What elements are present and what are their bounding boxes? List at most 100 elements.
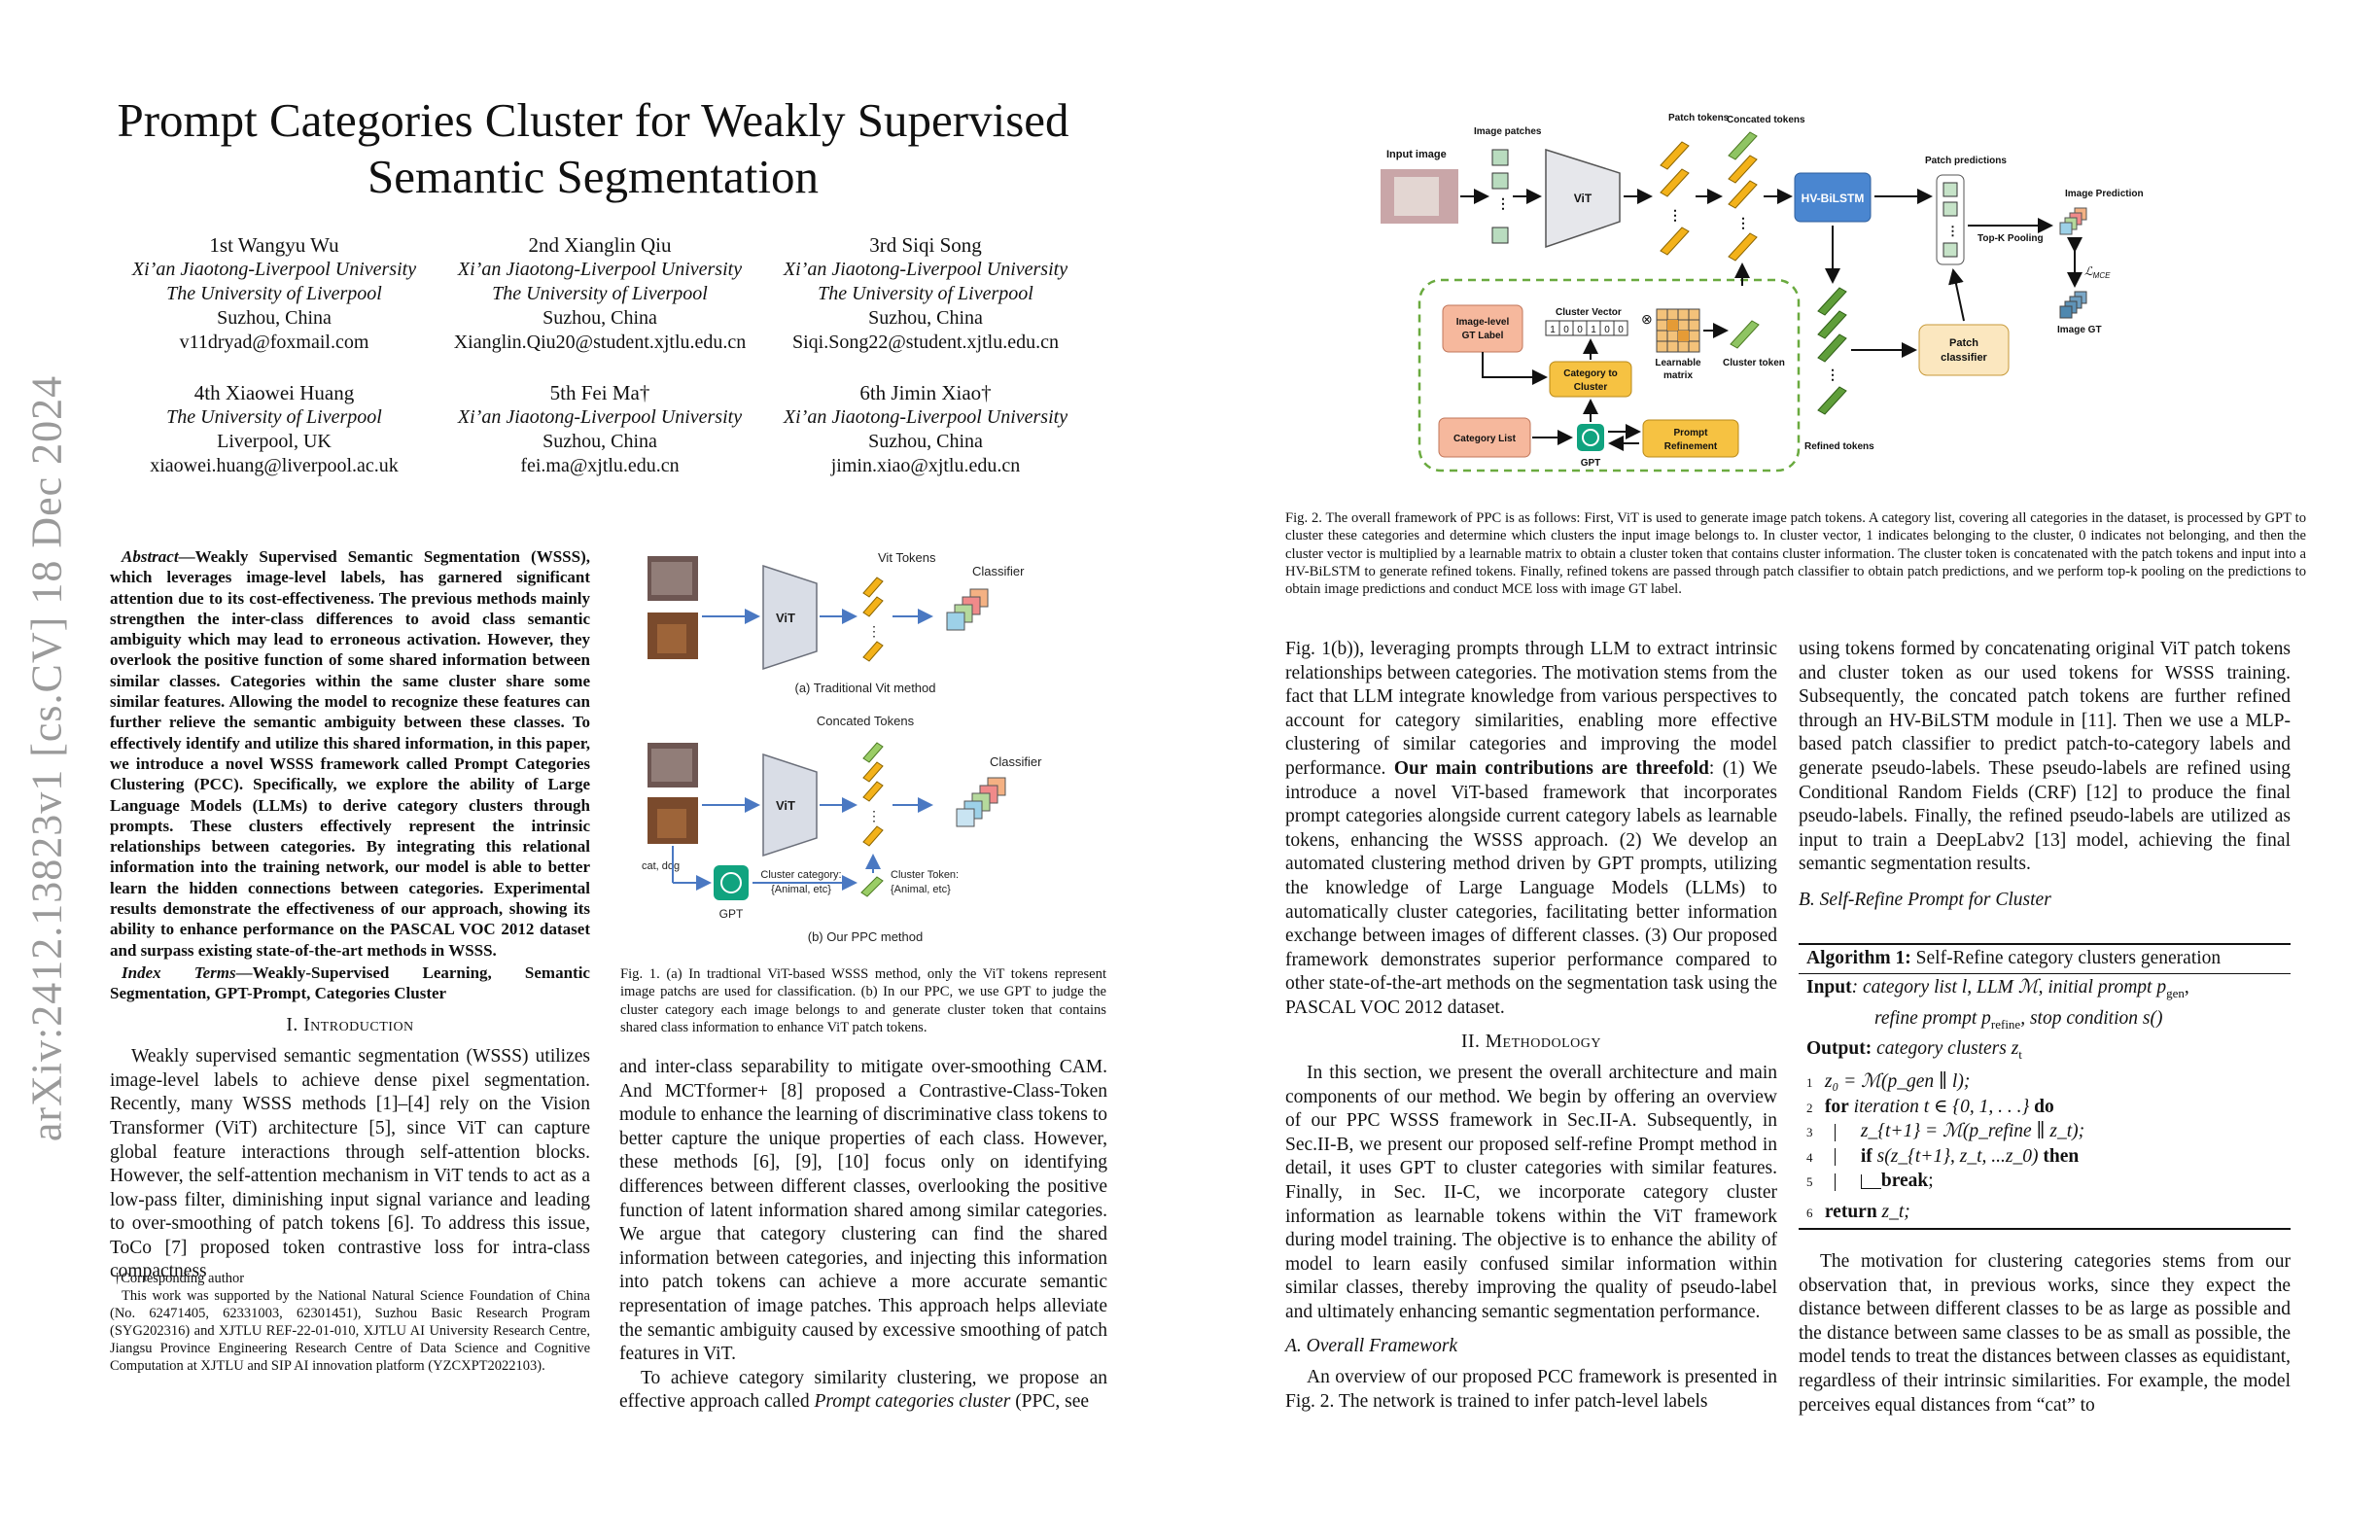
gpt-label: GPT xyxy=(1581,458,1601,469)
left-column: Fig. 1(b)), leveraging prompts through L… xyxy=(1285,638,1777,1414)
algo-code: z_t; xyxy=(1876,1202,1910,1223)
patch-classifier-block xyxy=(1918,324,2010,376)
cluster-category-value: {Animal, etc} xyxy=(771,884,831,895)
arrow xyxy=(1948,268,1965,322)
svg-text:⋮: ⋮ xyxy=(1496,195,1510,211)
arxiv-stamp: arXiv:2412.13823v1 [cs.CV] 18 Dec 2024 xyxy=(18,375,76,1141)
learnable-matrix-label: Learnable xyxy=(1655,358,1701,368)
algo-bottom-rule xyxy=(1799,1227,2291,1230)
algo-line-6: 6 return z_t; xyxy=(1799,1195,2291,1228)
concated-tokens: ⋮ xyxy=(1728,131,1758,262)
cluster-vector-label: Cluster Vector xyxy=(1556,307,1622,318)
algo-output: Output: category clusters zt xyxy=(1799,1037,2291,1067)
text-run: Fig. 1(b)), leveraging prompts through L… xyxy=(1285,639,1777,779)
email[interactable]: Siqi.Song22@student.xjtlu.edu.cn xyxy=(792,332,1059,353)
location: Suzhou, China xyxy=(868,431,983,452)
keyword: for xyxy=(1824,1096,1849,1117)
algo-title-text: Self-Refine category clusters generation xyxy=(1910,948,2222,968)
email[interactable]: Xianglin.Qiu20@student.xjtlu.edu.cn xyxy=(453,332,747,353)
line-number: 5 xyxy=(1806,1174,1813,1190)
affiliation: Xi’an Jiaotong-Liverpool University xyxy=(783,406,1068,428)
location: Liverpool, UK xyxy=(217,431,332,452)
gpt-label: GPT xyxy=(719,907,744,921)
image-patches: ⋮ xyxy=(1491,149,1510,244)
algo-top-rule xyxy=(1799,943,2291,945)
paragraph: To achieve category similarity clusterin… xyxy=(619,1367,1107,1415)
gpt-logo-icon xyxy=(714,865,749,900)
algo-output-label: Output: xyxy=(1806,1037,1872,1059)
algo-input-text: : category list l, LLM ℳ, initial prompt… xyxy=(1851,976,2167,998)
author-5: 5th Fei Ma† Xi’an Jiaotong-Liverpool Uni… xyxy=(439,381,760,478)
algo-line-1: 1 z₀ = ℳ(p_gen ∥ l); xyxy=(1799,1067,2291,1096)
line-number: 2 xyxy=(1806,1100,1813,1115)
gpt-logo-mark xyxy=(1582,429,1599,446)
email[interactable]: jimin.xiao@xjtlu.edu.cn xyxy=(830,455,1021,476)
paragraph: The motivation for clustering categories… xyxy=(1799,1251,2291,1416)
image-prediction-label: Image Prediction xyxy=(2065,189,2144,199)
algo-code: s(z_{t+1}, z_t, ...z_0) xyxy=(1872,1145,2044,1167)
keyword: do xyxy=(2034,1096,2054,1117)
paragraph: In this section, we present the overall … xyxy=(1285,1063,1777,1323)
paragraph: and inter-class separability to mitigate… xyxy=(619,1057,1107,1365)
svg-text:⋮: ⋮ xyxy=(1668,207,1682,223)
hv-bilstm-label: HV-BiLSTM xyxy=(1802,192,1865,205)
svg-text:⋮: ⋮ xyxy=(867,808,881,823)
keyword: if xyxy=(1860,1145,1872,1167)
email[interactable]: v11dryad@foxmail.com xyxy=(179,332,369,353)
image-patches-label: Image patches xyxy=(1474,126,1542,137)
dog-photo-detail xyxy=(657,624,686,653)
email[interactable]: xiaowei.huang@liverpool.ac.uk xyxy=(150,455,399,476)
line-number: 1 xyxy=(1806,1075,1813,1091)
subscript: t xyxy=(2018,1046,2022,1062)
vit-block-b xyxy=(762,752,818,858)
affiliation: The University of Liverpool xyxy=(166,406,382,428)
paper-title: Prompt Categories Cluster for Weakly Sup… xyxy=(117,93,1069,203)
email[interactable]: fei.ma@xjtlu.edu.cn xyxy=(520,455,680,476)
vit-label: ViT xyxy=(776,611,795,625)
vit-block xyxy=(1545,148,1621,249)
image-level-gt-label: GT Label xyxy=(1462,331,1504,341)
classifier-label: Classifier xyxy=(990,754,1042,769)
paragraph: An overview of our proposed PCC framewor… xyxy=(1285,1367,1777,1412)
author-name: 3rd Siqi Song xyxy=(869,233,982,257)
concated-tokens-label: Concated tokens xyxy=(1727,115,1805,125)
input-image-detail xyxy=(1394,177,1439,216)
svg-text:⋮: ⋮ xyxy=(1736,215,1750,230)
algo-code: iteration t ∈ {0, 1, . . .} xyxy=(1848,1096,2035,1117)
image-gt-cubes xyxy=(2059,291,2087,319)
algo-input-text: refine prompt p xyxy=(1874,1008,1991,1030)
arrow xyxy=(1482,352,1548,385)
hv-bilstm-block xyxy=(1794,172,1872,223)
algo-title-label: Algorithm 1: xyxy=(1806,948,1911,968)
paragraph: using tokens formed by concatenating ori… xyxy=(1799,639,2291,875)
line-number: 4 xyxy=(1806,1149,1813,1165)
algo-input-text: , xyxy=(2184,976,2189,998)
svg-text:⋮: ⋮ xyxy=(867,623,881,639)
page-right: Input image Image patches ⋮ ViT Patch to… xyxy=(1190,0,2380,1540)
arxiv-id[interactable]: arXiv:2412.13823v1 [cs.CV] 18 Dec 2024 xyxy=(22,374,71,1142)
input-image-label: Input image xyxy=(1386,149,1447,160)
gpt-logo-icon xyxy=(1577,424,1604,451)
algo-title: Algorithm 1: Self-Refine category cluste… xyxy=(1799,945,2291,973)
algo-line-5: 5 break; xyxy=(1799,1170,2291,1195)
algo-line-4: 4 if s(z_{t+1}, z_t, ...z_0) then xyxy=(1799,1145,2291,1171)
emphasis: Prompt categories cluster xyxy=(814,1391,1011,1413)
author-name: 4th Xiaowei Huang xyxy=(193,381,355,404)
algo-line-2: 2 for iteration t ∈ {0, 1, . . .} do xyxy=(1799,1096,2291,1121)
patch-tokens-label: Patch tokens xyxy=(1668,113,1730,123)
page-left: arXiv:2412.13823v1 [cs.CV] 18 Dec 2024 P… xyxy=(18,93,1108,1415)
catdog-label: cat, dog xyxy=(642,860,680,872)
vit-block-a xyxy=(762,564,818,671)
classifier-label: Classifier xyxy=(972,564,1025,578)
algorithm-1: Algorithm 1: Self-Refine category cluste… xyxy=(1799,943,2291,1230)
cluster-token xyxy=(860,876,884,897)
affiliation: Xi’an Jiaotong-Liverpool University xyxy=(457,259,743,280)
svg-text:0: 0 xyxy=(1618,325,1624,335)
cluster-token xyxy=(1730,320,1760,349)
affiliation: Xi’an Jiaotong-Liverpool University xyxy=(783,259,1068,280)
text-run: (PPC, see xyxy=(1010,1391,1090,1413)
algo-line-3: 3 z_{t+1} = ℳ(p_refine ∥ z_t); xyxy=(1799,1120,2291,1145)
patch-classifier-label: Patch xyxy=(1949,337,1978,349)
author-4: 4th Xiaowei Huang The University of Live… xyxy=(114,381,435,478)
cluster-token-value: {Animal, etc} xyxy=(891,884,951,895)
